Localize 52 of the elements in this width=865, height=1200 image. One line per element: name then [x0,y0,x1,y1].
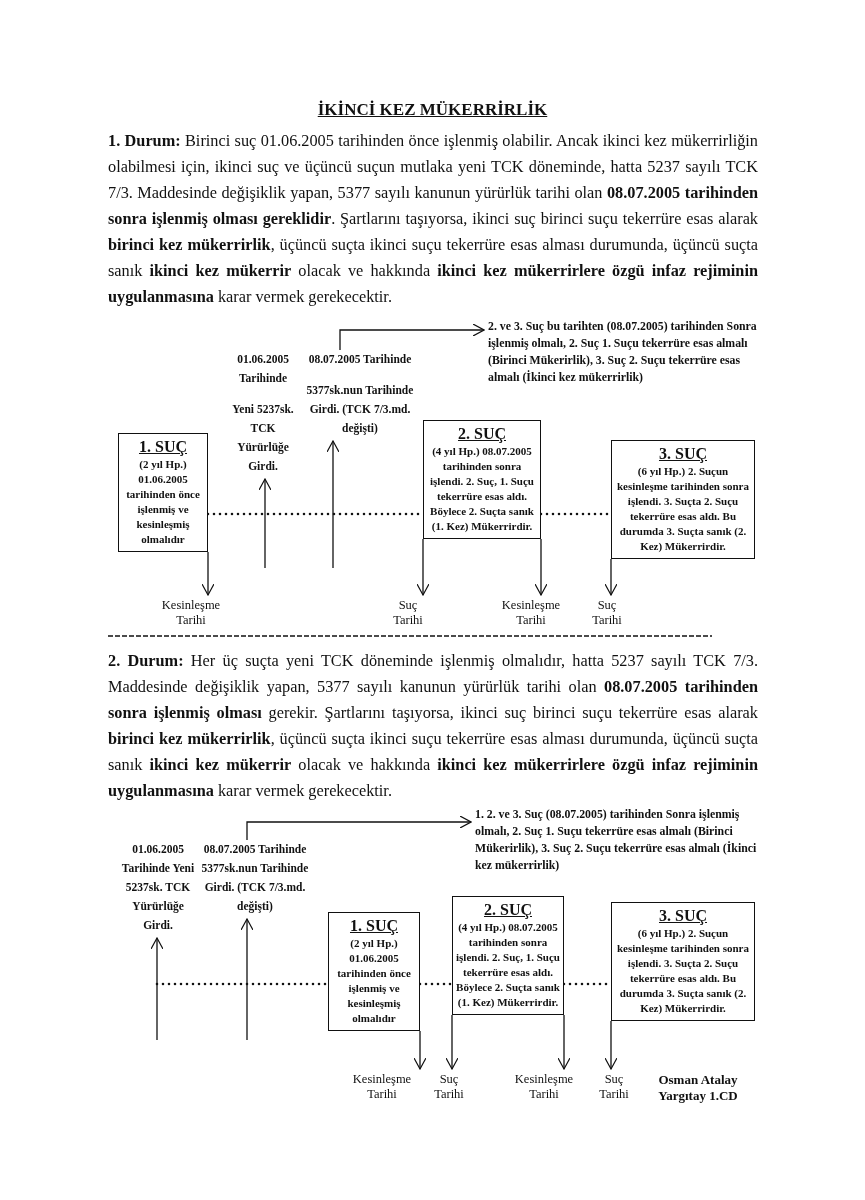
body-paragraph: 1. Durum: Birinci suç 01.06.2005 tarihinden önce işlenmiş olabilir. Ancak ikinci kez mükerrirliğin olabilmesi için, ikinci suç ve üçüncü suçun mutlaka yeni TCK döneminde, hatta 5237 sayılı TCK 7/3. Maddesinde değişiklik yapan, 5377 sayılı kanunun yürürlük tarihi olan 08.07.2005 tarihinden sonra işlenmiş olması gereklidir. Şartlarını taşıyorsa, ikinci suç birinci suçu tekerrüre esas alarak birinci kez mükerrirlik, üçüncü suçta ikinci suçu tekerrüre esas alması durumunda, üçüncü suçta sanık ikinci kez mükerrir olacak ve hakkında ikinci kez mükerrirlere özgü infaz rejiminin uygulanmasına karar vermek gerekecektir. [108,130,758,308]
date-label: Suç Tarihi [426,1072,472,1102]
date-label: 01.06.2005 Tarihinde [236,352,290,386]
date-label: Kesinleşme Tarihi [152,598,230,628]
date-label: 5377sk.nun Tarihinde Girdi. (TCK 7/3.md. değişti) [306,383,414,437]
box-heading: 2. SUÇ [457,424,507,444]
box-text: (4 yıl Hp.) 08.07.2005 tarihinden sonra işlendi. 2. Suç, 1. Suçu tekerrüre esas aldı. Böylece 2. Suçta sanık (1. Kez) Mükerrirdir. [455,920,561,1010]
event-box [328,912,420,1031]
arrow [416,538,430,596]
box-text: (2 yıl Hp.) 01.06.2005 tarihinden önce işlenmiş ve kesinleşmiş olmalıdır [336,936,412,1026]
arrow [258,478,272,569]
event-box [118,433,208,552]
box-heading: 2. SUÇ [483,900,533,920]
date-label: Yeni 5237sk. TCK Yürürlüğe Girdi. [231,402,295,474]
arrow [604,558,618,596]
signature: Osman Atalay Yargıtay 1.CD [657,1072,739,1104]
timeline-note: 1. 2. ve 3. Suç (08.07.2005) tarihinden Sonra işlenmiş olmalı, 2. Suç 1. Suçu tekerrüre esas almalı (Birinci Mükerirlik), 3. Suç 2. Suçu tekerrüre esas almalı (İkinci kez mükerrirlik) [475,806,765,874]
body-paragraph: 2. Durum: Her üç suçta yeni TCK döneminde işlenmiş olmalıdır, hatta 5237 sayılı TCK 7/3. Maddesinde değişiklik yapan, 5377 sayılı kanunun yürürlük tarihi olan 08.07.2005 tarihinden sonra işlenmiş olması gerekir. Şartlarını taşıyorsa, ikinci suç birinci suçu tekerrüre esas alarak birinci kez mükerrirlik, üçüncü suçta ikinci suçu tekerrüre esas alması durumunda, üçüncü suçta sanık ikinci kez mükerrir olacak ve hakkında ikinci kez mükerrirlere özgü infaz rejiminin uygulanmasına karar vermek gerekecektir. [108,650,758,802]
arrow [604,1020,618,1070]
box-text: (4 yıl Hp.) 08.07.2005 tarihinden sonra işlendi. 2. Suç, 1. Suçu tekerrüre esas aldı. Böylece 2. Suçta sanık (1. Kez) Mükerrirdir. [429,444,535,534]
timeline-note: 2. ve 3. Suç bu tarihten (08.07.2005) tarihinden Sonra işlenmiş olmalı, 2. Suç 1. Suçu tekerrüre esas almalı (Birinci Mükerirlik), 3. Suç 2. Suçu tekerrüre esas almalı (İkinci kez mükerrirlik) [488,318,768,386]
date-label: Suç Tarihi [591,1072,637,1102]
arrow [557,1014,571,1070]
date-label: Kesinleşme Tarihi [492,598,570,628]
event-box [423,420,541,539]
arrow [445,1014,459,1070]
arrow [339,323,485,351]
arrow [240,918,254,1041]
box-text: (6 yıl Hp.) 2. Suçun kesinleşme tarihinden sonra işlendi. 3. Suçta 2. Suçu tekerrüre esas aldı. Bu durumda 3. Suçta sanık (2. Kez) Mükerrirdir. [616,464,750,554]
page-title: İKİNCİ KEZ MÜKERRİRLİK [316,100,549,120]
box-heading: 3. SUÇ [658,906,708,926]
box-heading: 3. SUÇ [658,444,708,464]
box-text: (2 yıl Hp.) 01.06.2005 tarihinden önce işlenmiş ve kesinleşmiş olmalıdır [125,457,201,547]
date-label: Kesinleşme Tarihi [343,1072,421,1102]
box-text: (6 yıl Hp.) 2. Suçun kesinleşme tarihinden sonra işlendi. 3. Suçta 2. Suçu tekerrüre esas aldı. Bu durumda 3. Suçta sanık (2. Kez) Mükerrirdir. [616,926,750,1016]
date-label: 01.06.2005 Tarihinde Yeni 5237sk. TCK Yürürlüğe Girdi. [116,840,200,935]
event-box [611,902,755,1021]
event-box [611,440,755,559]
box-heading: 1. SUÇ [349,916,399,936]
date-label: Suç Tarihi [584,598,630,628]
box-heading: 1. SUÇ [138,437,188,457]
date-label: Kesinleşme Tarihi [505,1072,583,1102]
date-label: 08.07.2005 Tarihinde [307,352,413,367]
arrow [326,440,340,569]
arrow [534,538,548,596]
dotted-timeline [418,982,454,986]
date-label: Suç Tarihi [384,598,432,628]
arrow [150,937,164,1041]
event-box [452,896,564,1015]
arrow [413,1030,427,1070]
arrow [246,815,472,841]
arrow [201,551,215,596]
